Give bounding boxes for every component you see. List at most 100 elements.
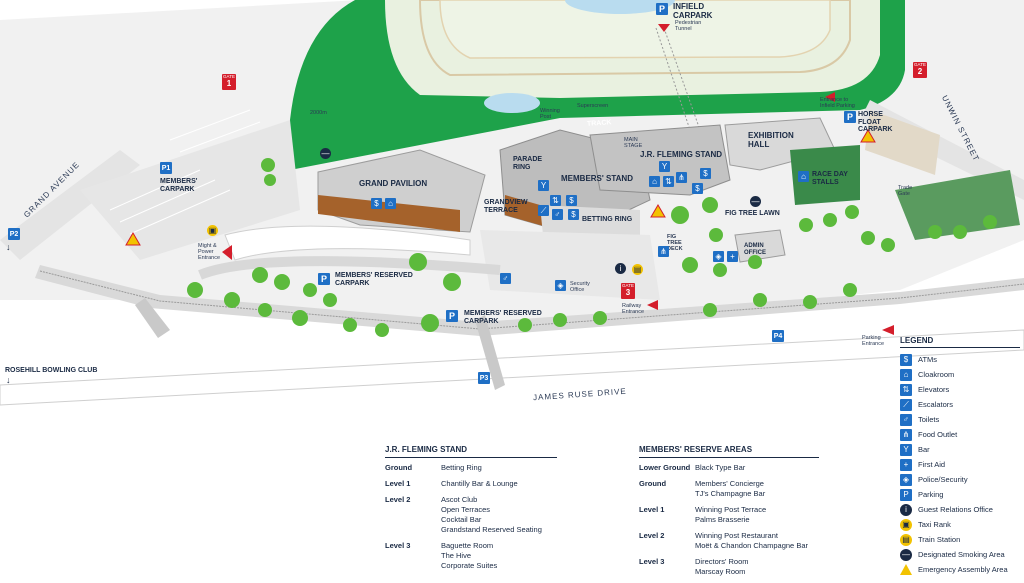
level-label: Ground bbox=[385, 463, 413, 472]
escalators-icon: ⟋ bbox=[900, 398, 912, 411]
legend-item: ◈Police/Security bbox=[900, 472, 1020, 487]
level-label: Level 2 bbox=[639, 531, 665, 540]
label-members-reserved-carpark-2: MEMBERS' RESERVED CARPARK bbox=[464, 310, 542, 325]
legend-title: LEGEND bbox=[900, 336, 1020, 348]
level-items: Chantilly Bar & Lounge bbox=[441, 479, 518, 489]
cloakroom-icon: ⌂ bbox=[649, 176, 660, 187]
legend-item: ⌂Cloakroom bbox=[900, 367, 1020, 382]
emergency-assembly-icon bbox=[860, 129, 876, 143]
level-item: Open Terraces bbox=[441, 505, 491, 514]
level-items: Black Type Bar bbox=[695, 463, 745, 473]
parking-p3-badge[interactable]: P3 bbox=[478, 372, 490, 384]
level-item: Directors' Room bbox=[695, 557, 749, 566]
level-item: Ascot Club bbox=[441, 495, 478, 504]
label-main-stage: MAIN STAGE bbox=[624, 137, 643, 150]
label-members-reserved-carpark-1: MEMBERS' RESERVED CARPARK bbox=[335, 272, 413, 287]
level-items: Betting Ring bbox=[441, 463, 482, 473]
label-trade-gate: Trade Gate bbox=[898, 185, 913, 198]
legend-item-label: Guest Relations Office bbox=[918, 505, 993, 514]
label-members-stand: MEMBERS' STAND bbox=[561, 174, 633, 183]
legend-item-label: ATMs bbox=[918, 355, 938, 364]
legend-item-label: First Aid bbox=[918, 460, 946, 469]
legend-item: ♂Toilets bbox=[900, 412, 1020, 427]
label-entrance-infield: Entrance to Infield Parking bbox=[820, 97, 855, 110]
smoking-area-icon: — bbox=[320, 148, 331, 159]
level-item: Palms Brasserie bbox=[695, 515, 750, 524]
level-item: Winning Post Terrace bbox=[695, 505, 767, 514]
level-item: Moët & Chandon Champagne Bar bbox=[695, 541, 808, 550]
food-outlet-icon: ⋔ bbox=[676, 172, 687, 183]
label-exhibition-hall: EXHIBITION HALL bbox=[748, 131, 794, 149]
taxi-rank-icon: ▣ bbox=[900, 518, 912, 531]
level-item: Cocktail Bar bbox=[441, 515, 482, 524]
bar-icon: Y bbox=[659, 161, 670, 172]
level-item: Winning Post Restaurant bbox=[695, 531, 778, 540]
cloakroom-icon: ⌂ bbox=[385, 198, 396, 209]
parking-icon: P bbox=[446, 310, 458, 322]
atm-icon: $ bbox=[566, 195, 577, 206]
legend-item-label: Parking bbox=[918, 490, 944, 499]
level-item: Baguette Room bbox=[441, 541, 494, 550]
bar-icon: Y bbox=[538, 180, 549, 191]
jr-fleming-stand-building bbox=[589, 124, 731, 196]
level-item: TJ's Champagne Bar bbox=[695, 489, 766, 498]
emergency-assembly-icon bbox=[125, 232, 141, 246]
label-might-power-entrance: Might & Power Entrance bbox=[198, 243, 221, 262]
legend-item: ⇅Elevators bbox=[900, 382, 1020, 397]
level-item: Black Type Bar bbox=[695, 463, 746, 472]
legend-list: $ATMs⌂Cloakroom⇅Elevators⟋Escalators♂Toi… bbox=[900, 352, 1020, 577]
atm-icon: $ bbox=[371, 198, 382, 209]
label-superscreen: Superscreen bbox=[577, 103, 609, 109]
legend-item: ▤Train Station bbox=[900, 532, 1020, 547]
gate-number: 3 bbox=[625, 287, 631, 297]
gate-number: 2 bbox=[917, 66, 923, 76]
food-outlet-icon: ⋔ bbox=[658, 246, 669, 257]
admin-office-building bbox=[734, 229, 786, 263]
grand-avenue-road bbox=[0, 150, 140, 260]
level-label: Lower Ground bbox=[639, 463, 691, 472]
level-item: Grandstand Reserved Seating bbox=[441, 525, 542, 534]
legend-item-label: Cloakroom bbox=[918, 370, 955, 379]
police-security-icon: ◈ bbox=[555, 280, 566, 291]
designated-smoking-area-icon: — bbox=[900, 548, 912, 561]
table-row: Ground Betting Ring bbox=[385, 463, 557, 473]
parking-p4-badge[interactable]: P4 bbox=[772, 330, 784, 342]
arrow-down-icon: ↓ bbox=[6, 242, 11, 252]
label-betting-ring: BETTING RING bbox=[582, 216, 633, 223]
parking-p2-badge[interactable]: P2 bbox=[8, 228, 20, 240]
atm-icon: $ bbox=[692, 183, 703, 194]
legend: LEGEND $ATMs⌂Cloakroom⇅Elevators⟋Escalat… bbox=[900, 336, 1020, 577]
elevators-icon: ⇅ bbox=[900, 383, 912, 396]
label-admin-office: ADMIN OFFICE bbox=[744, 243, 766, 256]
label-fig-tree-lawn: FIG TREE LAWN bbox=[725, 210, 780, 217]
level-item: Marscay Room bbox=[695, 567, 746, 576]
emergency-assembly-icon bbox=[650, 204, 666, 218]
atm-icon: $ bbox=[700, 168, 711, 179]
level-item: Betting Ring bbox=[441, 463, 482, 472]
guest-relations-icon: i bbox=[615, 263, 626, 274]
atm-icon: $ bbox=[568, 209, 579, 220]
level-item: Corporate Suites bbox=[441, 561, 498, 570]
level-label: Ground bbox=[639, 479, 667, 488]
infield-entrance-marker bbox=[825, 92, 835, 102]
parking-p1-badge[interactable]: P1 bbox=[160, 162, 172, 174]
legend-item: +First Aid bbox=[900, 457, 1020, 472]
level-item: Members' Concierge bbox=[695, 479, 764, 488]
label-winning-post: Winning Post bbox=[540, 108, 560, 121]
legend-item-label: Toilets bbox=[918, 415, 940, 424]
